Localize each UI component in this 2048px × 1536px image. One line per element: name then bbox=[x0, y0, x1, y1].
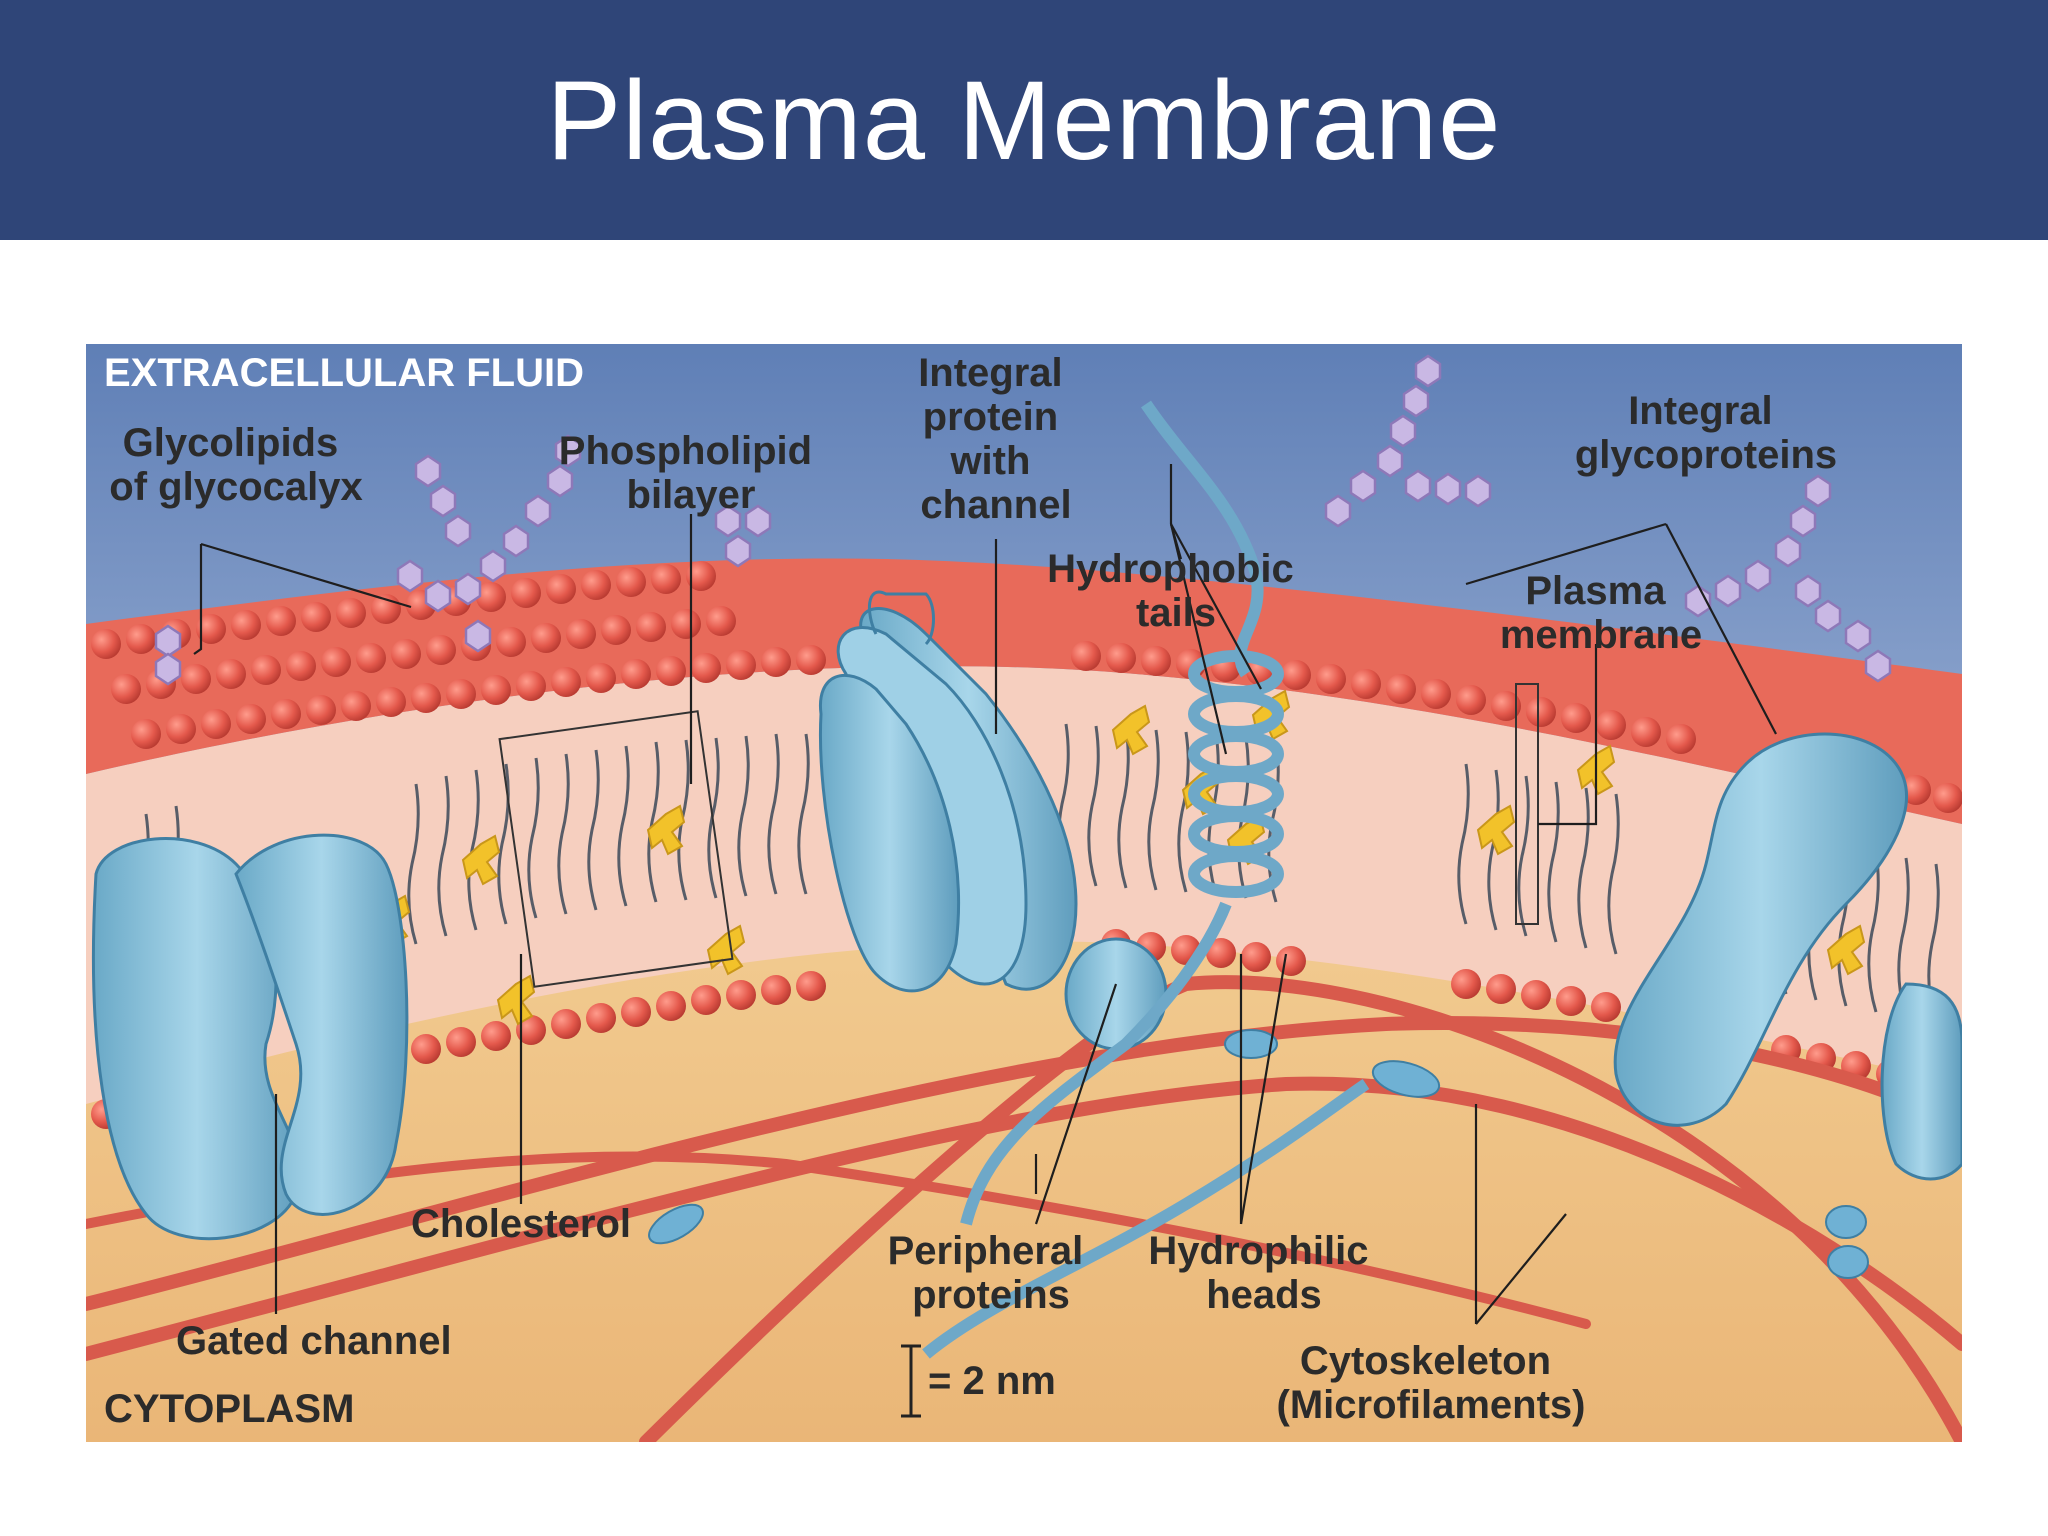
label-phospholipid-bilayer: Phospholipid bilayer bbox=[559, 429, 823, 517]
helical-integral-glycoprotein bbox=[922, 400, 1370, 1359]
label-scale-bar: = 2 nm bbox=[928, 1359, 1056, 1403]
label-extracellular-fluid: EXTRACELLULAR FLUID bbox=[104, 351, 584, 395]
label-integral-protein-channel: Integral protein with channel bbox=[918, 351, 1074, 527]
label-cytoskeleton: Cytoskeleton (Microfilaments) bbox=[1277, 1339, 1586, 1427]
membrane-diagram: EXTRACELLULAR FLUID CYTOPLASM Glycolipid… bbox=[86, 344, 1962, 1442]
scale-bar-icon bbox=[901, 1344, 921, 1418]
leader-lines bbox=[193, 464, 1777, 1325]
membrane-top-surface bbox=[86, 558, 1962, 824]
bilayer-highlight-box bbox=[498, 710, 734, 988]
label-peripheral-proteins: Peripheral proteins bbox=[888, 1229, 1095, 1317]
plasma-membrane-bracket bbox=[1515, 683, 1539, 925]
right-integral-glycoprotein bbox=[1613, 732, 1962, 1181]
label-glycolipids: Glycolipids of glycocalyx bbox=[109, 421, 362, 509]
label-cholesterol: Cholesterol bbox=[411, 1202, 631, 1246]
label-cytoplasm: CYTOPLASM bbox=[104, 1387, 354, 1431]
label-gated-channel: Gated channel bbox=[176, 1319, 452, 1363]
label-integral-glycoproteins: Integral glycoproteins bbox=[1575, 389, 1837, 477]
label-plasma-membrane: Plasma membrane bbox=[1500, 569, 1702, 657]
gated-channel-protein bbox=[91, 833, 409, 1241]
label-hydrophobic-tails: Hydrophobic tails bbox=[1047, 547, 1305, 635]
label-hydrophilic-heads: Hydrophilic heads bbox=[1148, 1229, 1379, 1317]
glycan-chain-icon bbox=[154, 354, 1892, 686]
title-bar: Plasma Membrane bbox=[0, 0, 2048, 240]
phospholipid-heads-top bbox=[91, 561, 1962, 813]
peripheral-protein-blobs bbox=[648, 1029, 1869, 1279]
slide-title: Plasma Membrane bbox=[546, 57, 1502, 183]
